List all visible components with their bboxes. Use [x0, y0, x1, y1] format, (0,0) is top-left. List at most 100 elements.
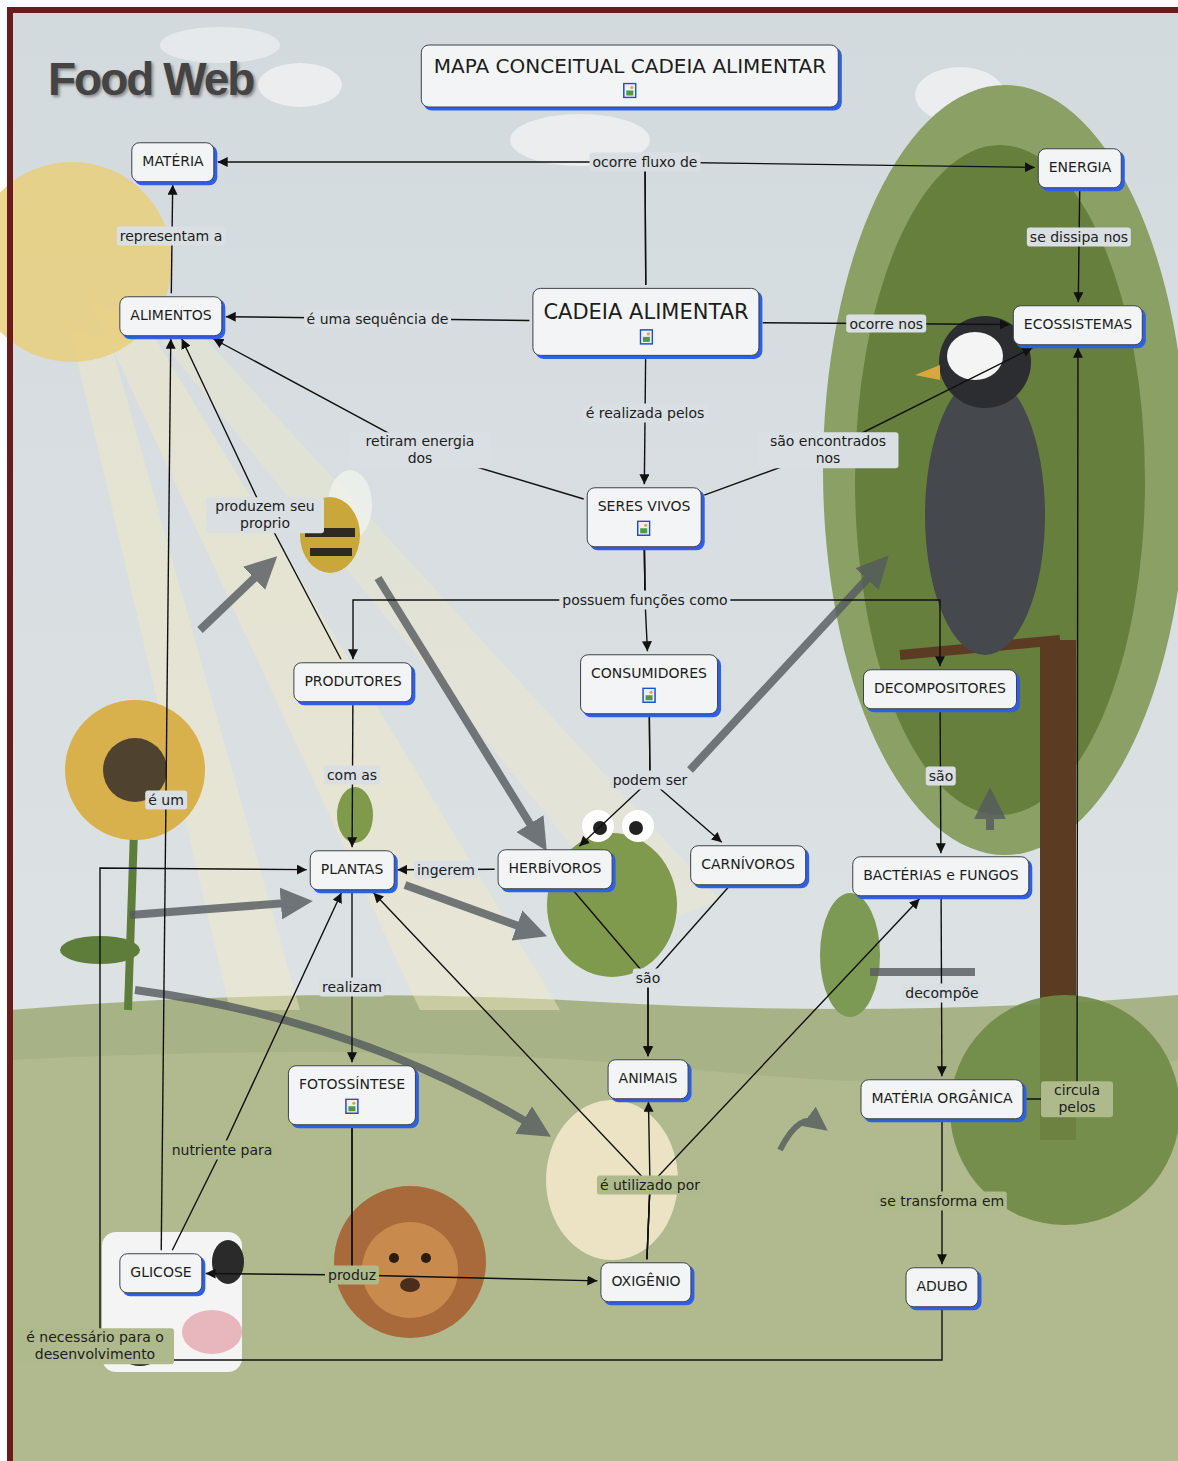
- concept-box: PRODUTORES: [293, 662, 412, 702]
- icon-picture: [643, 337, 650, 342]
- concept-box: CARNÍVOROS: [690, 845, 806, 885]
- link-phrase: realizam: [319, 978, 385, 997]
- concept-text: ANIMAIS: [619, 1070, 678, 1088]
- icon-picture: [646, 695, 653, 700]
- link-phrase: ingerem: [414, 860, 478, 879]
- concept-box: SERES VIVOS: [587, 487, 702, 547]
- connector-arrow: [213, 339, 583, 499]
- concept-text: PRODUTORES: [304, 673, 401, 691]
- connector-arrow: [1078, 191, 1079, 303]
- concept-box: OXIGÊNIO: [600, 1262, 691, 1302]
- icon-sun: [644, 523, 647, 526]
- concept-text: SERES VIVOS: [598, 498, 691, 516]
- connector-arrow: [704, 348, 1032, 495]
- link-phrase: com as: [324, 766, 380, 785]
- concept-text: HERBÍVOROS: [509, 860, 602, 878]
- concept-text: MATÉRIA ORGÂNICA: [872, 1090, 1013, 1108]
- frog-eye: [622, 810, 654, 842]
- link-phrase: retiram energia dos: [350, 432, 491, 468]
- link-phrase: é realizada pelos: [583, 404, 708, 423]
- concept-box: GLICOSE: [119, 1253, 202, 1293]
- tree-canopy: [823, 85, 1178, 855]
- link-phrase: ocorre nos: [846, 314, 926, 333]
- concept-text: BACTÉRIAS e FUNGOS: [863, 867, 1018, 885]
- link-phrase: nutriente para: [169, 1141, 276, 1160]
- link-phrase: ocorre fluxo de: [590, 153, 701, 172]
- lion-eye: [421, 1253, 431, 1263]
- link-phrase: são encontrados nos: [758, 432, 899, 468]
- concept-box: MATÉRIA ORGÂNICA: [861, 1079, 1024, 1119]
- grey-arrow: [780, 1121, 820, 1150]
- image-icon: [345, 1098, 359, 1114]
- concept-text: ADUBO: [917, 1278, 968, 1296]
- link-phrase: são: [633, 969, 663, 988]
- link-phrase: é necessário para o desenvolvimento: [16, 1328, 174, 1364]
- title-box: MAPA CONCEITUAL CADEIA ALIMENTAR: [421, 45, 839, 108]
- concept-text: FOTOSSÍNTESE: [299, 1076, 405, 1094]
- link-phrase: podem ser: [610, 771, 691, 790]
- icon-picture: [349, 1106, 356, 1111]
- concept-box: PLANTAS: [310, 850, 395, 890]
- link-phrase: possuem funções como: [559, 591, 730, 610]
- link-phrase: produzem seu proprio: [206, 497, 324, 533]
- lion-mane: [334, 1186, 486, 1338]
- icon-frame: [643, 688, 655, 702]
- grey-arrow: [200, 565, 268, 630]
- connector-arrow: [352, 1128, 597, 1281]
- frog-eye: [582, 810, 614, 842]
- cow-muzzle: [182, 1310, 242, 1354]
- tree-canopy-inner: [855, 145, 1145, 815]
- reptile: [820, 893, 880, 1017]
- image-icon: [639, 329, 653, 345]
- sky: [10, 10, 1178, 1461]
- concept-box: MATÉRIA: [131, 142, 214, 182]
- icon-frame: [346, 1099, 358, 1113]
- grey-arrow: [405, 885, 535, 932]
- concept-text: OXIGÊNIO: [611, 1273, 680, 1291]
- bee-stripe: [310, 548, 352, 556]
- cloud: [258, 63, 342, 107]
- link-phrase: representam a: [117, 227, 226, 246]
- concept-text: CONSUMIDORES: [591, 665, 707, 683]
- concept-box: HERBÍVOROS: [498, 849, 613, 889]
- connector-arrow: [1026, 348, 1077, 1099]
- sprout: [337, 787, 373, 843]
- icon-picture: [627, 91, 634, 96]
- link-phrase: são: [926, 767, 956, 786]
- concept-box: CONSUMIDORES: [580, 654, 718, 714]
- lion-nose: [400, 1278, 420, 1292]
- frog-pupil: [629, 821, 643, 835]
- connector-arrow: [218, 162, 646, 285]
- grey-arrow: [986, 800, 994, 830]
- grey-arrow: [378, 578, 540, 840]
- concept-text: ECOSSISTEMAS: [1024, 316, 1132, 334]
- bird-face: [947, 332, 1003, 380]
- bird-body: [925, 375, 1045, 655]
- watermark-text: Food Web: [48, 52, 253, 106]
- grey-arrow: [135, 990, 540, 1130]
- link-phrase: se transforma em: [877, 1192, 1007, 1211]
- link-phrase: é um: [145, 791, 187, 810]
- concept-text: CADEIA ALIMENTAR: [543, 299, 748, 325]
- ground-band: [10, 1052, 1178, 1461]
- concept-box: ADUBO: [906, 1267, 979, 1307]
- concept-box: ALIMENTOS: [119, 296, 222, 336]
- icon-sun: [352, 1101, 355, 1104]
- concept-text: CARNÍVOROS: [701, 856, 795, 874]
- concept-box: CADEIA ALIMENTAR: [532, 288, 759, 356]
- concept-text: DECOMPOSITORES: [874, 680, 1006, 698]
- link-phrase: circula pelos: [1041, 1081, 1113, 1117]
- sun-ray: [120, 290, 720, 930]
- concept-box: DECOMPOSITORES: [863, 669, 1017, 709]
- title-text: MAPA CONCEITUAL CADEIA ALIMENTAR: [434, 54, 826, 79]
- cow-spot: [212, 1240, 244, 1284]
- concept-text: GLICOSE: [130, 1264, 191, 1282]
- concept-box: BACTÉRIAS e FUNGOS: [852, 856, 1029, 896]
- grey-arrow: [130, 902, 300, 915]
- icon-frame: [624, 84, 636, 98]
- icon-frame: [640, 330, 652, 344]
- link-phrase: produz: [325, 1266, 379, 1285]
- image-icon: [623, 83, 637, 99]
- icon-sun: [646, 333, 649, 336]
